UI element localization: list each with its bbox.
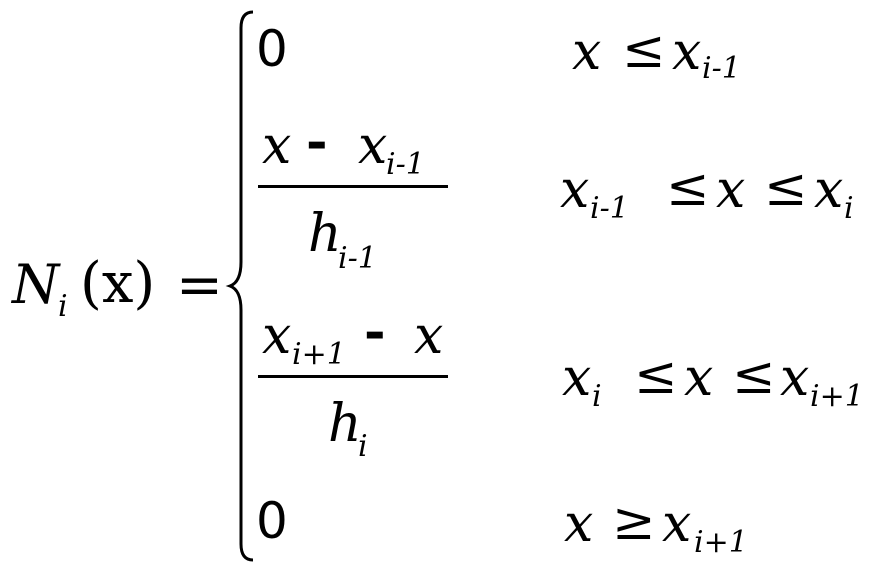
case2-fraction-bar [258,185,448,188]
case2-cond-le2: ≤ [764,158,808,218]
case1-le: ≤ [622,20,666,80]
case3-cond-x1-subscript: i [592,379,602,414]
case2-cond-x: x [716,160,746,220]
case2-num-x: x [262,116,292,176]
case4-x2-subscript: i+1 [694,525,748,560]
case3-den-subscript: i [358,429,368,464]
case3-cond-le2: ≤ [732,346,776,406]
case4-ge: ≥ [612,492,656,552]
case3-num-minus: - [364,301,386,362]
case2-den-h: h [308,204,342,264]
case3-cond-le1: ≤ [634,346,678,406]
case2-cond-x2-subscript: i [844,191,854,226]
case1-value: 0 [256,20,288,78]
case4-x2: x [662,494,692,554]
case3-den-h: h [328,394,362,454]
case3-num-x2: x [414,306,444,366]
case2-cond-x1-subscript: i-1 [590,191,629,226]
case2-num-x2: x [358,116,388,176]
case3-num-subscript: i+1 [292,337,346,372]
case2-num-subscript: i-1 [386,147,425,182]
case2-den-subscript: i-1 [338,241,377,276]
case1-x2-subscript: i-1 [702,51,741,86]
case1-x: x [572,22,602,82]
case3-cond-x2-subscript: i+1 [810,379,864,414]
case4-value: 0 [256,492,288,550]
lhs-n-subscript: i [58,289,68,324]
lhs-argument: (x) [80,251,156,316]
case3-fraction-bar [258,375,448,378]
case3-num-x: x [262,306,292,366]
case2-cond-le1: ≤ [666,158,710,218]
case2-cond-x1: x [560,160,590,220]
case2-cond-x2: x [814,160,844,220]
case3-cond-x1: x [562,348,592,408]
case2-num-minus: - [306,111,328,172]
case1-x2: x [672,22,702,82]
case3-cond-x: x [684,348,714,408]
lhs-n: N [12,253,60,316]
equals-sign: = [176,253,223,318]
case4-x: x [564,494,594,554]
case3-cond-x2: x [780,348,810,408]
